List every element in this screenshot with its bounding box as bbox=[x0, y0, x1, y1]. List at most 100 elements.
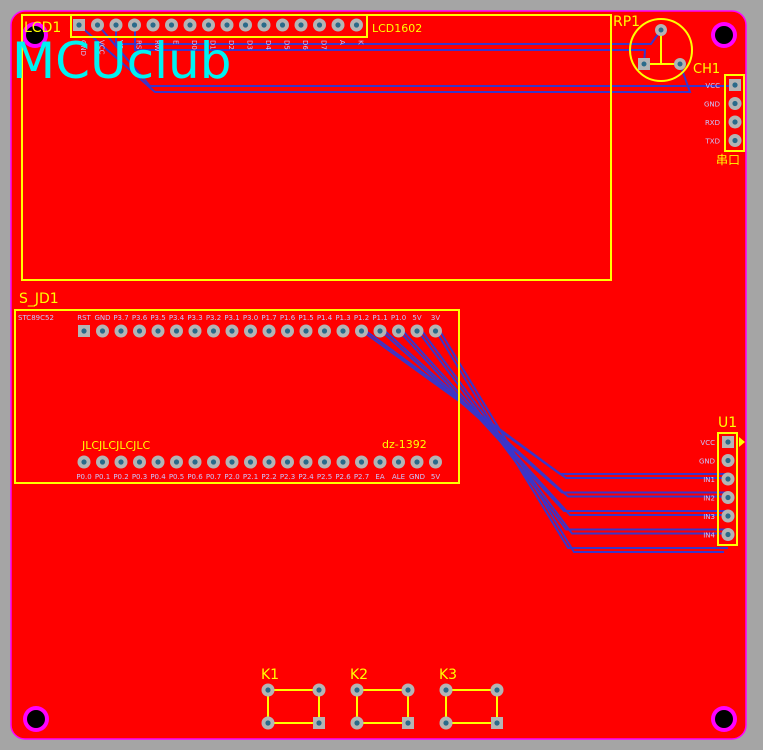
sjd1-bottom-pin bbox=[96, 455, 109, 469]
lcd-pin-label: D4 bbox=[264, 40, 272, 50]
lcd-part-label: LCD1602 bbox=[372, 22, 422, 35]
sjd1-top-pin-label: P1.0 bbox=[391, 314, 406, 322]
u1-pin bbox=[722, 436, 734, 448]
sjd1-bottom-pin-label: P0.4 bbox=[150, 473, 166, 481]
key-pad bbox=[312, 683, 326, 697]
sjd1-top-pin bbox=[336, 324, 350, 338]
key-pad bbox=[261, 716, 275, 730]
u1-pin bbox=[721, 528, 735, 541]
sjd1-bottom-pin bbox=[244, 455, 257, 469]
sjd1-bottom-pin bbox=[207, 455, 220, 469]
sjd1-bottom-pin-label: P0.6 bbox=[187, 473, 203, 481]
sjd1-top-pin bbox=[96, 324, 109, 338]
sjd1-top-pin bbox=[151, 324, 165, 338]
lcd-pin bbox=[202, 18, 215, 32]
key-outline bbox=[445, 689, 498, 724]
sjd1-bottom-pin bbox=[77, 455, 91, 469]
lcd-pin bbox=[276, 18, 289, 32]
sjd1-bottom-pin-label: P0.3 bbox=[132, 473, 147, 481]
sjd1-bottom-pin-label: P2.3 bbox=[280, 473, 295, 481]
sjd1-bottom-pin bbox=[373, 455, 387, 469]
sjd1-top-pin-label: P3.2 bbox=[206, 314, 221, 322]
sjd1-top-pin-label: 3V bbox=[431, 314, 440, 322]
lcd-pin-label: GND bbox=[79, 40, 87, 56]
u1-pins bbox=[721, 436, 735, 541]
sjd1-top-pin bbox=[225, 324, 239, 338]
sjd1-bottom-pin bbox=[410, 455, 424, 469]
key-designator: K1 bbox=[261, 667, 279, 683]
mcuclub-logo: MCUclub bbox=[12, 32, 231, 90]
sjd1-top-pin bbox=[410, 324, 424, 338]
u1-pin-label: IN4 bbox=[703, 532, 715, 540]
sjd1-top-pin-label: P3.3 bbox=[187, 314, 202, 322]
sjd1-bottom-pin-label: P0.7 bbox=[206, 473, 221, 481]
lcd-pin-label: K bbox=[357, 40, 365, 45]
key-pad bbox=[491, 717, 503, 729]
mounting-holes bbox=[22, 22, 737, 732]
lcd-pin bbox=[350, 18, 363, 32]
sjd1-bottom-pin bbox=[355, 455, 368, 469]
sjd1-bottom-pin-label: P2.2 bbox=[261, 473, 276, 481]
sjd1-bottom-pin bbox=[281, 455, 294, 469]
lcd-pin-label: D3 bbox=[246, 40, 254, 50]
sjd1-bottom-pin bbox=[429, 455, 442, 469]
sjd1-top-pin bbox=[262, 324, 276, 338]
lcd-pin bbox=[331, 18, 345, 32]
sjd1-top-pin-label: P1.2 bbox=[354, 314, 369, 322]
u1-pin bbox=[721, 509, 735, 523]
key-pad bbox=[261, 683, 275, 697]
sjd1-top-pin-label: P3.1 bbox=[224, 314, 239, 322]
key-pad bbox=[439, 683, 453, 697]
lcd-pins bbox=[73, 18, 363, 32]
sjd1-top-pin bbox=[392, 324, 405, 338]
ch1-caption: 串口 bbox=[716, 153, 740, 167]
key-pad bbox=[401, 683, 415, 697]
ch1-designator: CH1 bbox=[693, 62, 720, 77]
ch1-outline bbox=[724, 74, 745, 152]
key-pad bbox=[402, 717, 414, 729]
ch1-pins bbox=[728, 79, 742, 147]
sjd1-top-pin-label: GND bbox=[94, 314, 110, 322]
key-designator: K3 bbox=[439, 667, 457, 683]
key-pad bbox=[439, 716, 453, 730]
lcd-pin bbox=[220, 18, 234, 32]
sjd1-top-pin bbox=[207, 324, 220, 338]
sjd1-bottom-pin-label: P0.0 bbox=[76, 473, 91, 481]
key-outline bbox=[267, 689, 320, 724]
sjd1-top-pin bbox=[188, 324, 202, 338]
sjd1-top-pin-label: P1.6 bbox=[280, 314, 296, 322]
trace-lcd-gnd bbox=[78, 24, 692, 93]
ch1-pin-label: TXD bbox=[705, 138, 720, 146]
lcd-pin-label: RS bbox=[135, 40, 143, 50]
lcd-designator: LCD1 bbox=[24, 20, 61, 36]
trace-lcd-v0 bbox=[115, 25, 662, 45]
sjd1-bottom-pin bbox=[133, 455, 146, 469]
trace-lcd-vcc bbox=[97, 24, 732, 87]
ch1-pin-label: VCC bbox=[705, 82, 720, 90]
lcd-pin bbox=[183, 18, 197, 32]
sjd1-bottom-pin-label: P2.0 bbox=[224, 473, 239, 481]
sjd1-bottom-pin-label: ALE bbox=[392, 473, 405, 481]
lcd-pin-label: A bbox=[338, 40, 346, 45]
sjd1-top-pin bbox=[318, 324, 331, 338]
sjd1-model: dz-1392 bbox=[382, 438, 427, 451]
lcd-header-outline bbox=[70, 14, 368, 38]
lcd-pin bbox=[91, 18, 104, 32]
sjd1-top-pin-label: P3.0 bbox=[243, 314, 258, 322]
sjd1-corner-label: STC89C52 bbox=[18, 314, 54, 322]
sjd1-top-pin-label: RST bbox=[77, 314, 91, 322]
lcd-pin bbox=[294, 18, 308, 32]
sjd1-top-pin bbox=[78, 325, 90, 337]
potentiometer-rp1: RP1 bbox=[613, 14, 693, 82]
sjd1-top-pin bbox=[299, 324, 313, 338]
u1-pin-label: VCC bbox=[700, 439, 715, 447]
sjd1-top-pin bbox=[373, 324, 387, 338]
